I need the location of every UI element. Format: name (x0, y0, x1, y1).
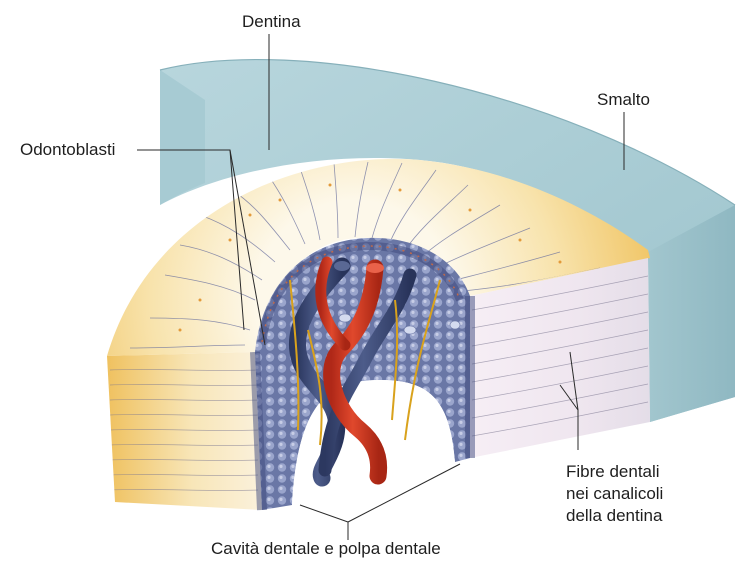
label-odontoblasti: Odontoblasti (20, 140, 115, 160)
label-fibre-line1: Fibre dentali (566, 462, 660, 482)
label-cavita: Cavità dentale e polpa dentale (211, 539, 441, 559)
label-fibre-line3: della dentina (566, 506, 662, 526)
label-dentina: Dentina (242, 12, 301, 32)
leader-cavita-1 (300, 505, 348, 540)
label-smalto: Smalto (597, 90, 650, 110)
dentin-front-left (107, 352, 262, 510)
label-fibre-line2: nei canalicoli (566, 484, 663, 504)
